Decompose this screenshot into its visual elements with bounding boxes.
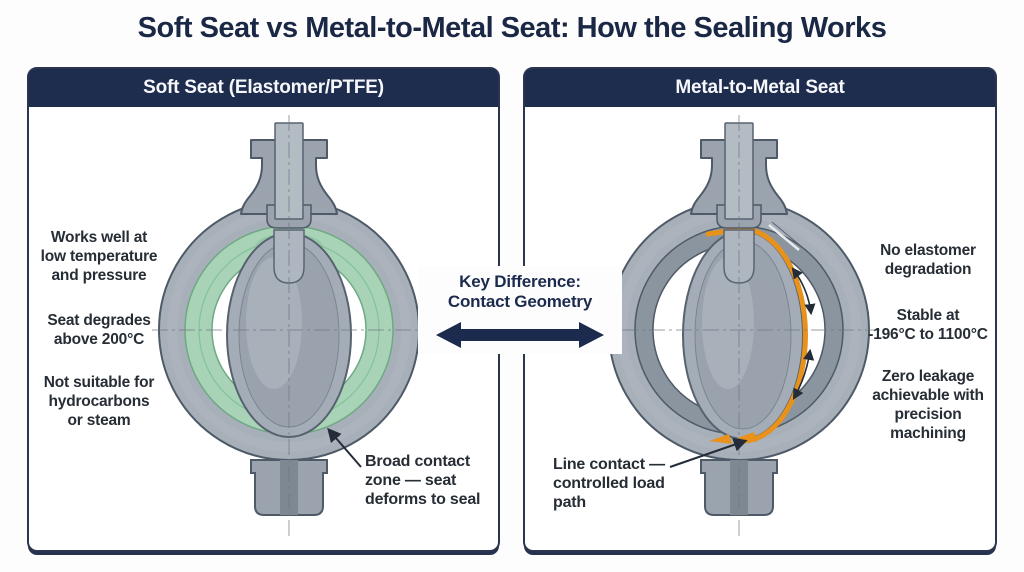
metal-seat-contact-bottom-2	[737, 432, 757, 442]
load-path-arrow-upper	[791, 267, 816, 316]
double-arrow-icon	[436, 322, 604, 349]
callout-arrow-soft	[327, 427, 362, 468]
panel-header-metal-seat: Metal-to-Metal Seat	[525, 69, 995, 107]
metal-seat-contact-bottom-1	[709, 434, 732, 444]
note-metal-2: Stable at -196°C to 1100°C	[868, 307, 988, 343]
metal-seat-valve-diagram	[595, 115, 880, 539]
note-soft-1: Works well at low temperature and pressu…	[40, 229, 158, 284]
callout-arrow-metal	[669, 438, 748, 468]
callout-metal-seat: Line contact — controlled load path	[553, 456, 665, 512]
disc-highlight	[246, 257, 302, 389]
panel-header-soft-seat: Soft Seat (Elastomer/PTFE)	[29, 69, 498, 107]
soft-seat-valve-diagram	[152, 115, 469, 539]
key-difference-label: Key Difference: Contact Geometry	[447, 272, 593, 312]
retainer-seam	[768, 224, 800, 251]
disc-highlight	[702, 257, 754, 389]
key-difference-overlay: Key Difference: Contact Geometry	[418, 266, 622, 354]
note-metal-3: Zero leakage achievable with precision m…	[872, 368, 984, 442]
callout-soft-seat: Broad contact zone — seat deforms to sea…	[365, 453, 481, 509]
retainer-seam-edge	[771, 221, 803, 248]
note-soft-3: Not suitable for hydrocarbons or steam	[43, 374, 155, 429]
page-title: Soft Seat vs Metal-to-Metal Seat: How th…	[137, 12, 887, 44]
note-metal-1: No elastomer degradation	[880, 242, 976, 278]
note-soft-2: Seat degrades above 200°C	[47, 312, 151, 348]
load-path-arrow-lower	[792, 348, 815, 400]
